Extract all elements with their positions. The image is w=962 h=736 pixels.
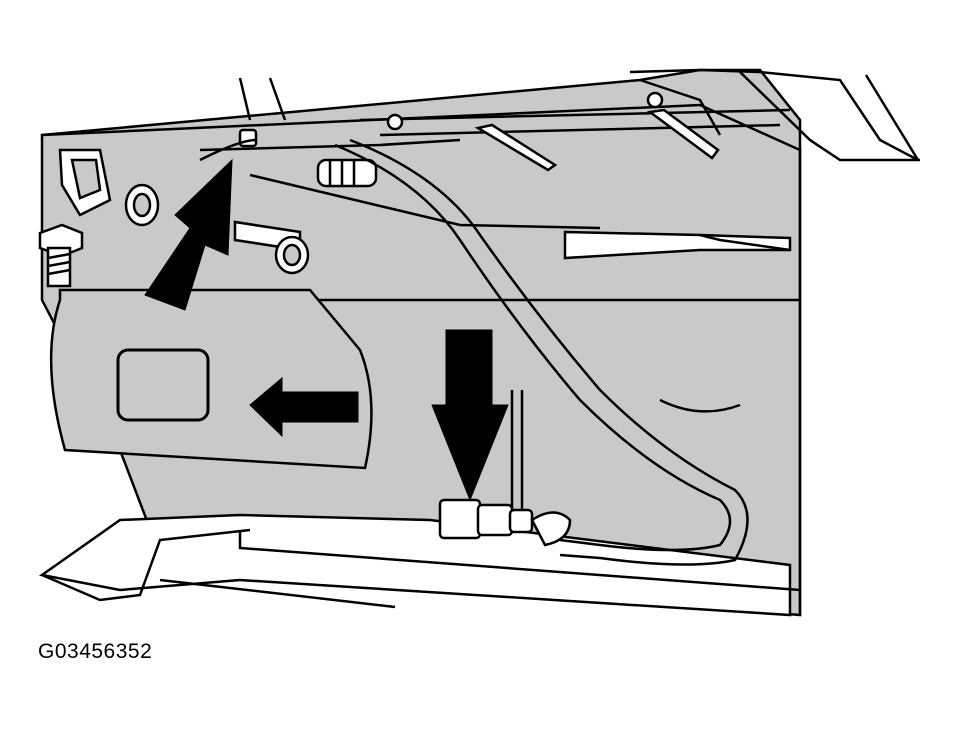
mid-bracket	[199, 138, 800, 302]
figure-id: G03456352	[38, 640, 153, 663]
left-arrow-icon	[249, 376, 359, 438]
top-ribs	[386, 91, 720, 172]
retaining-clip	[199, 128, 258, 162]
wire-harness	[334, 138, 749, 566]
upper-structure	[41, 68, 920, 615]
up-arrow-icon	[144, 158, 233, 311]
bolt	[38, 223, 84, 288]
lower-sill	[38, 513, 801, 617]
left-structure	[58, 148, 310, 275]
vertical-post	[510, 390, 741, 520]
direction-arrows	[144, 158, 509, 502]
corrugated-connector	[316, 158, 378, 188]
down-arrow-icon	[431, 329, 509, 502]
trim-panel	[49, 288, 373, 470]
electrical-connector	[438, 498, 572, 547]
